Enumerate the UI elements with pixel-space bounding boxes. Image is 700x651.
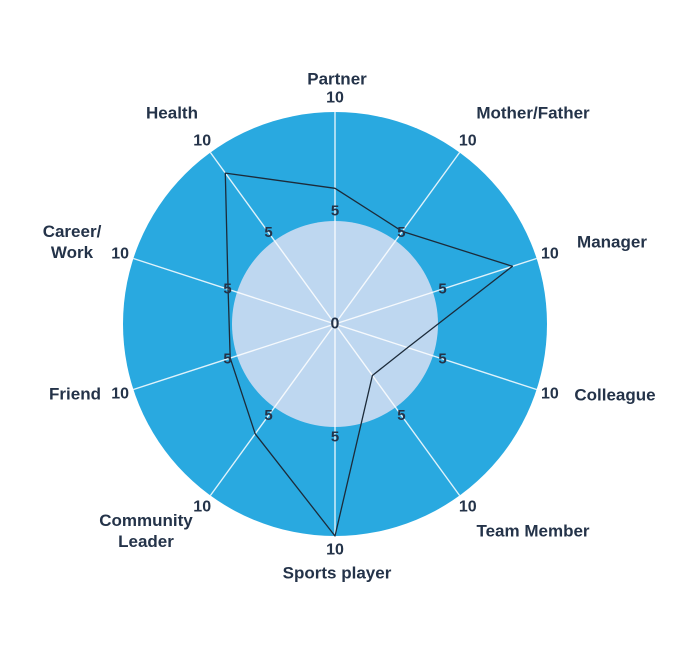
axis-spoke <box>133 323 336 391</box>
tick-label-10: 10 <box>193 498 211 515</box>
tick-label-10: 10 <box>541 385 559 402</box>
category-label-mother-father: Mother/Father <box>476 103 590 123</box>
tick-label-5: 5 <box>331 203 339 220</box>
tick-label-5: 5 <box>223 350 231 367</box>
data-polygon <box>224 172 514 537</box>
tick-label-5: 5 <box>331 429 339 446</box>
axis-spoke <box>334 257 537 325</box>
tick-label-5: 5 <box>223 281 231 298</box>
tick-label-10: 10 <box>111 246 129 263</box>
category-label-health: Health <box>146 103 198 123</box>
axis-spoke <box>209 152 336 325</box>
tick-label-10: 10 <box>459 498 477 515</box>
tick-label-0: 0 <box>331 316 340 333</box>
tick-label-5: 5 <box>397 224 405 241</box>
tick-label-5: 5 <box>264 407 272 424</box>
tick-label-10: 10 <box>459 133 477 150</box>
category-label-team-member: Team Member <box>476 521 590 541</box>
tick-label-10: 10 <box>326 542 344 559</box>
category-label-partner: Partner <box>307 69 367 89</box>
tick-label-10: 10 <box>111 385 129 402</box>
category-label-friend: Friend <box>49 384 101 404</box>
axis-spoke <box>334 323 537 391</box>
tick-label-5: 5 <box>397 407 405 424</box>
axis-spoke <box>133 257 336 325</box>
tick-label-5: 5 <box>264 224 272 241</box>
axis-spoke <box>334 323 461 496</box>
tick-label-10: 10 <box>193 133 211 150</box>
category-label-career-work: Career/Work <box>42 221 102 262</box>
tick-label-10: 10 <box>326 90 344 107</box>
category-label-sports-player: Sports player <box>282 563 392 583</box>
category-label-colleague: Colleague <box>574 385 656 405</box>
category-label-manager: Manager <box>577 232 647 252</box>
axis-spoke <box>334 152 461 325</box>
tick-label-10: 10 <box>541 246 559 263</box>
tick-label-5: 5 <box>438 350 446 367</box>
tick-label-5: 5 <box>438 281 446 298</box>
axis-spoke <box>209 323 336 496</box>
